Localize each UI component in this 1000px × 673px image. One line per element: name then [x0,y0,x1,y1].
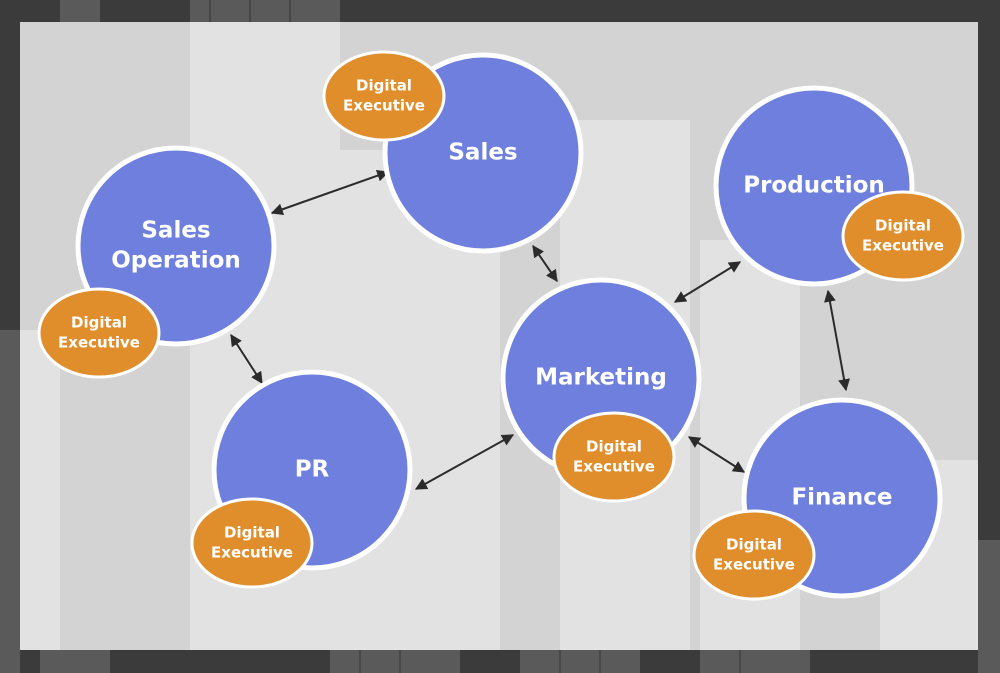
badge-shape [322,50,446,142]
badge-label: Executive [211,544,293,562]
badge-label: Executive [573,458,655,476]
department-label: Sales [141,218,210,244]
badge-shape [552,411,676,503]
badge-label: Executive [713,556,795,574]
department-label: Production [743,173,885,199]
badge-shape [692,509,816,601]
department-label: Sales [448,140,517,166]
department-label: Finance [791,485,892,511]
badge-label: Digital [224,524,280,542]
connector-marketing-production [673,261,742,303]
badge-label: Executive [343,97,425,115]
badge-label: Digital [356,77,412,95]
badge-shape [841,190,965,282]
department-label: Operation [111,248,241,274]
badge-shape [37,287,161,379]
connectors [230,169,850,490]
badge-label: Digital [726,536,782,554]
badge-label: Executive [862,237,944,255]
badge-label: Digital [71,314,127,332]
connector-sales-operation-pr [230,333,263,385]
badge-label: Digital [875,217,931,235]
badge-shape [190,497,314,589]
connector-marketing-finance [687,436,746,473]
connector-production-finance [824,289,850,392]
badge-label: Digital [586,438,642,456]
badge-label: Executive [58,334,140,352]
department-label: Marketing [535,365,667,391]
department-nodes: SalesDigitalExecutiveSalesOperationDigit… [37,50,965,601]
department-label: PR [295,457,330,483]
connector-pr-marketing [414,434,515,490]
connector-sales-operation-sales [270,169,390,216]
connector-sales-marketing [532,245,558,282]
